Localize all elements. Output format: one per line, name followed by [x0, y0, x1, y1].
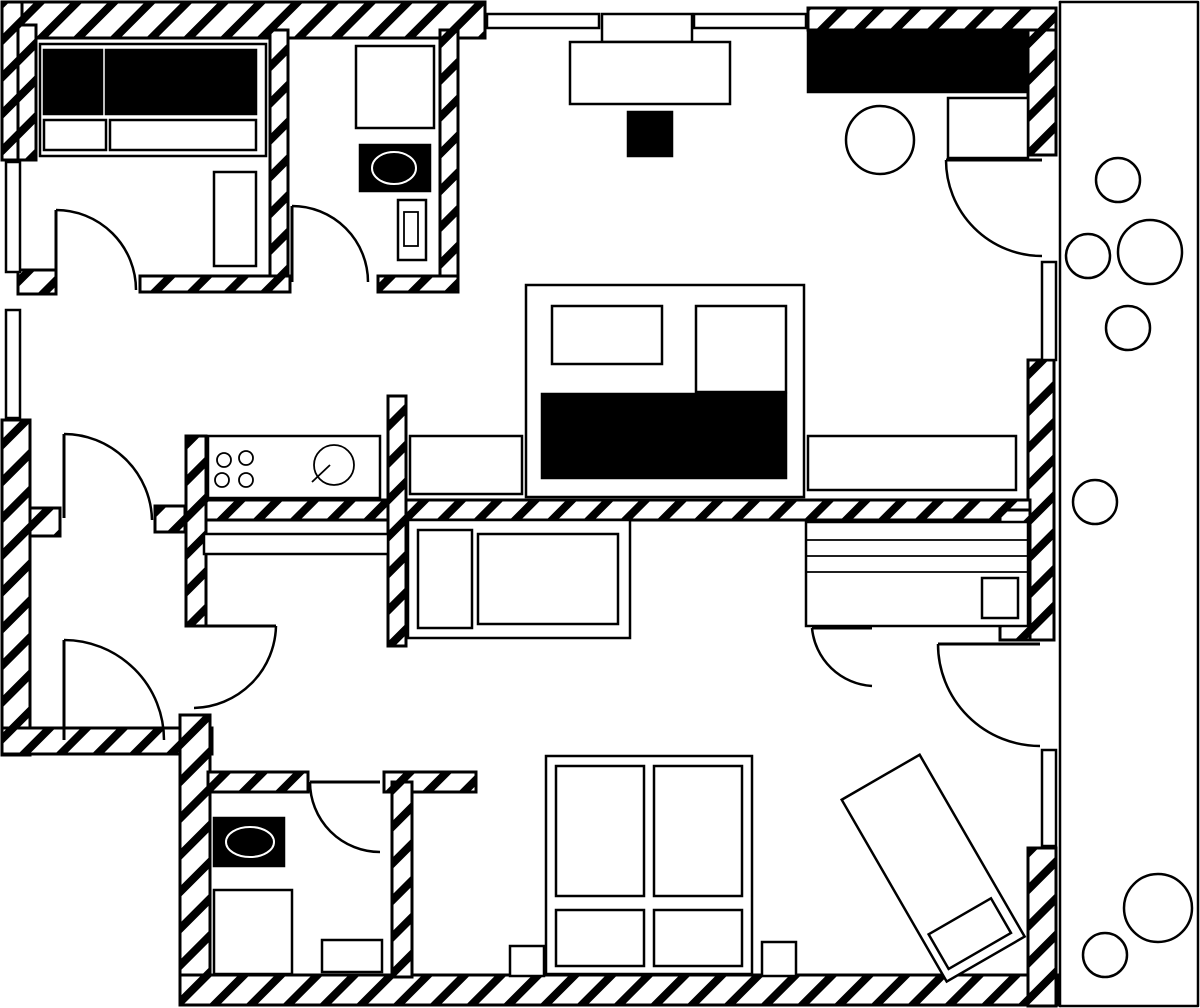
sink	[320, 938, 384, 974]
tree-icon	[1071, 478, 1119, 526]
chair	[626, 110, 674, 158]
bathtub	[104, 48, 258, 116]
bathtub	[42, 48, 104, 116]
window	[600, 12, 694, 44]
bathroom-top-left	[38, 42, 268, 291]
tree-icon	[1081, 931, 1129, 979]
living-room	[408, 28, 1043, 499]
window	[1040, 748, 1058, 848]
bedroom-large	[508, 642, 1041, 984]
tree-icon	[1104, 304, 1152, 352]
nightstand	[508, 944, 546, 978]
sink	[396, 198, 428, 262]
side-table	[844, 104, 916, 176]
window	[4, 160, 22, 274]
window	[692, 12, 808, 30]
vanity	[212, 170, 258, 268]
wardrobe	[202, 532, 390, 556]
interior-walls	[16, 23, 1032, 979]
wc-bottom	[212, 780, 384, 976]
window	[485, 12, 601, 30]
shower-tray	[354, 44, 436, 130]
garden-strip	[1058, 0, 1200, 1008]
sink	[313, 444, 355, 486]
counter	[806, 434, 1018, 492]
tree-icon	[1064, 232, 1112, 280]
window	[1040, 260, 1058, 362]
counter	[408, 434, 524, 496]
lounge-chair	[839, 753, 1027, 984]
nightstand	[760, 940, 798, 978]
stove	[206, 434, 382, 500]
hallway	[62, 432, 390, 741]
kitchen	[206, 434, 382, 500]
tree-icon	[1116, 218, 1184, 286]
tree-icon	[1122, 872, 1194, 944]
windows	[4, 12, 1058, 848]
tv-cabinet	[806, 28, 1030, 94]
bedroom-small	[406, 518, 1030, 688]
garden-trees	[1064, 156, 1194, 979]
wc-top	[290, 44, 436, 283]
dining-table	[568, 40, 732, 106]
shower-tray	[212, 888, 294, 976]
window	[4, 308, 22, 420]
tree-icon	[1094, 156, 1142, 204]
